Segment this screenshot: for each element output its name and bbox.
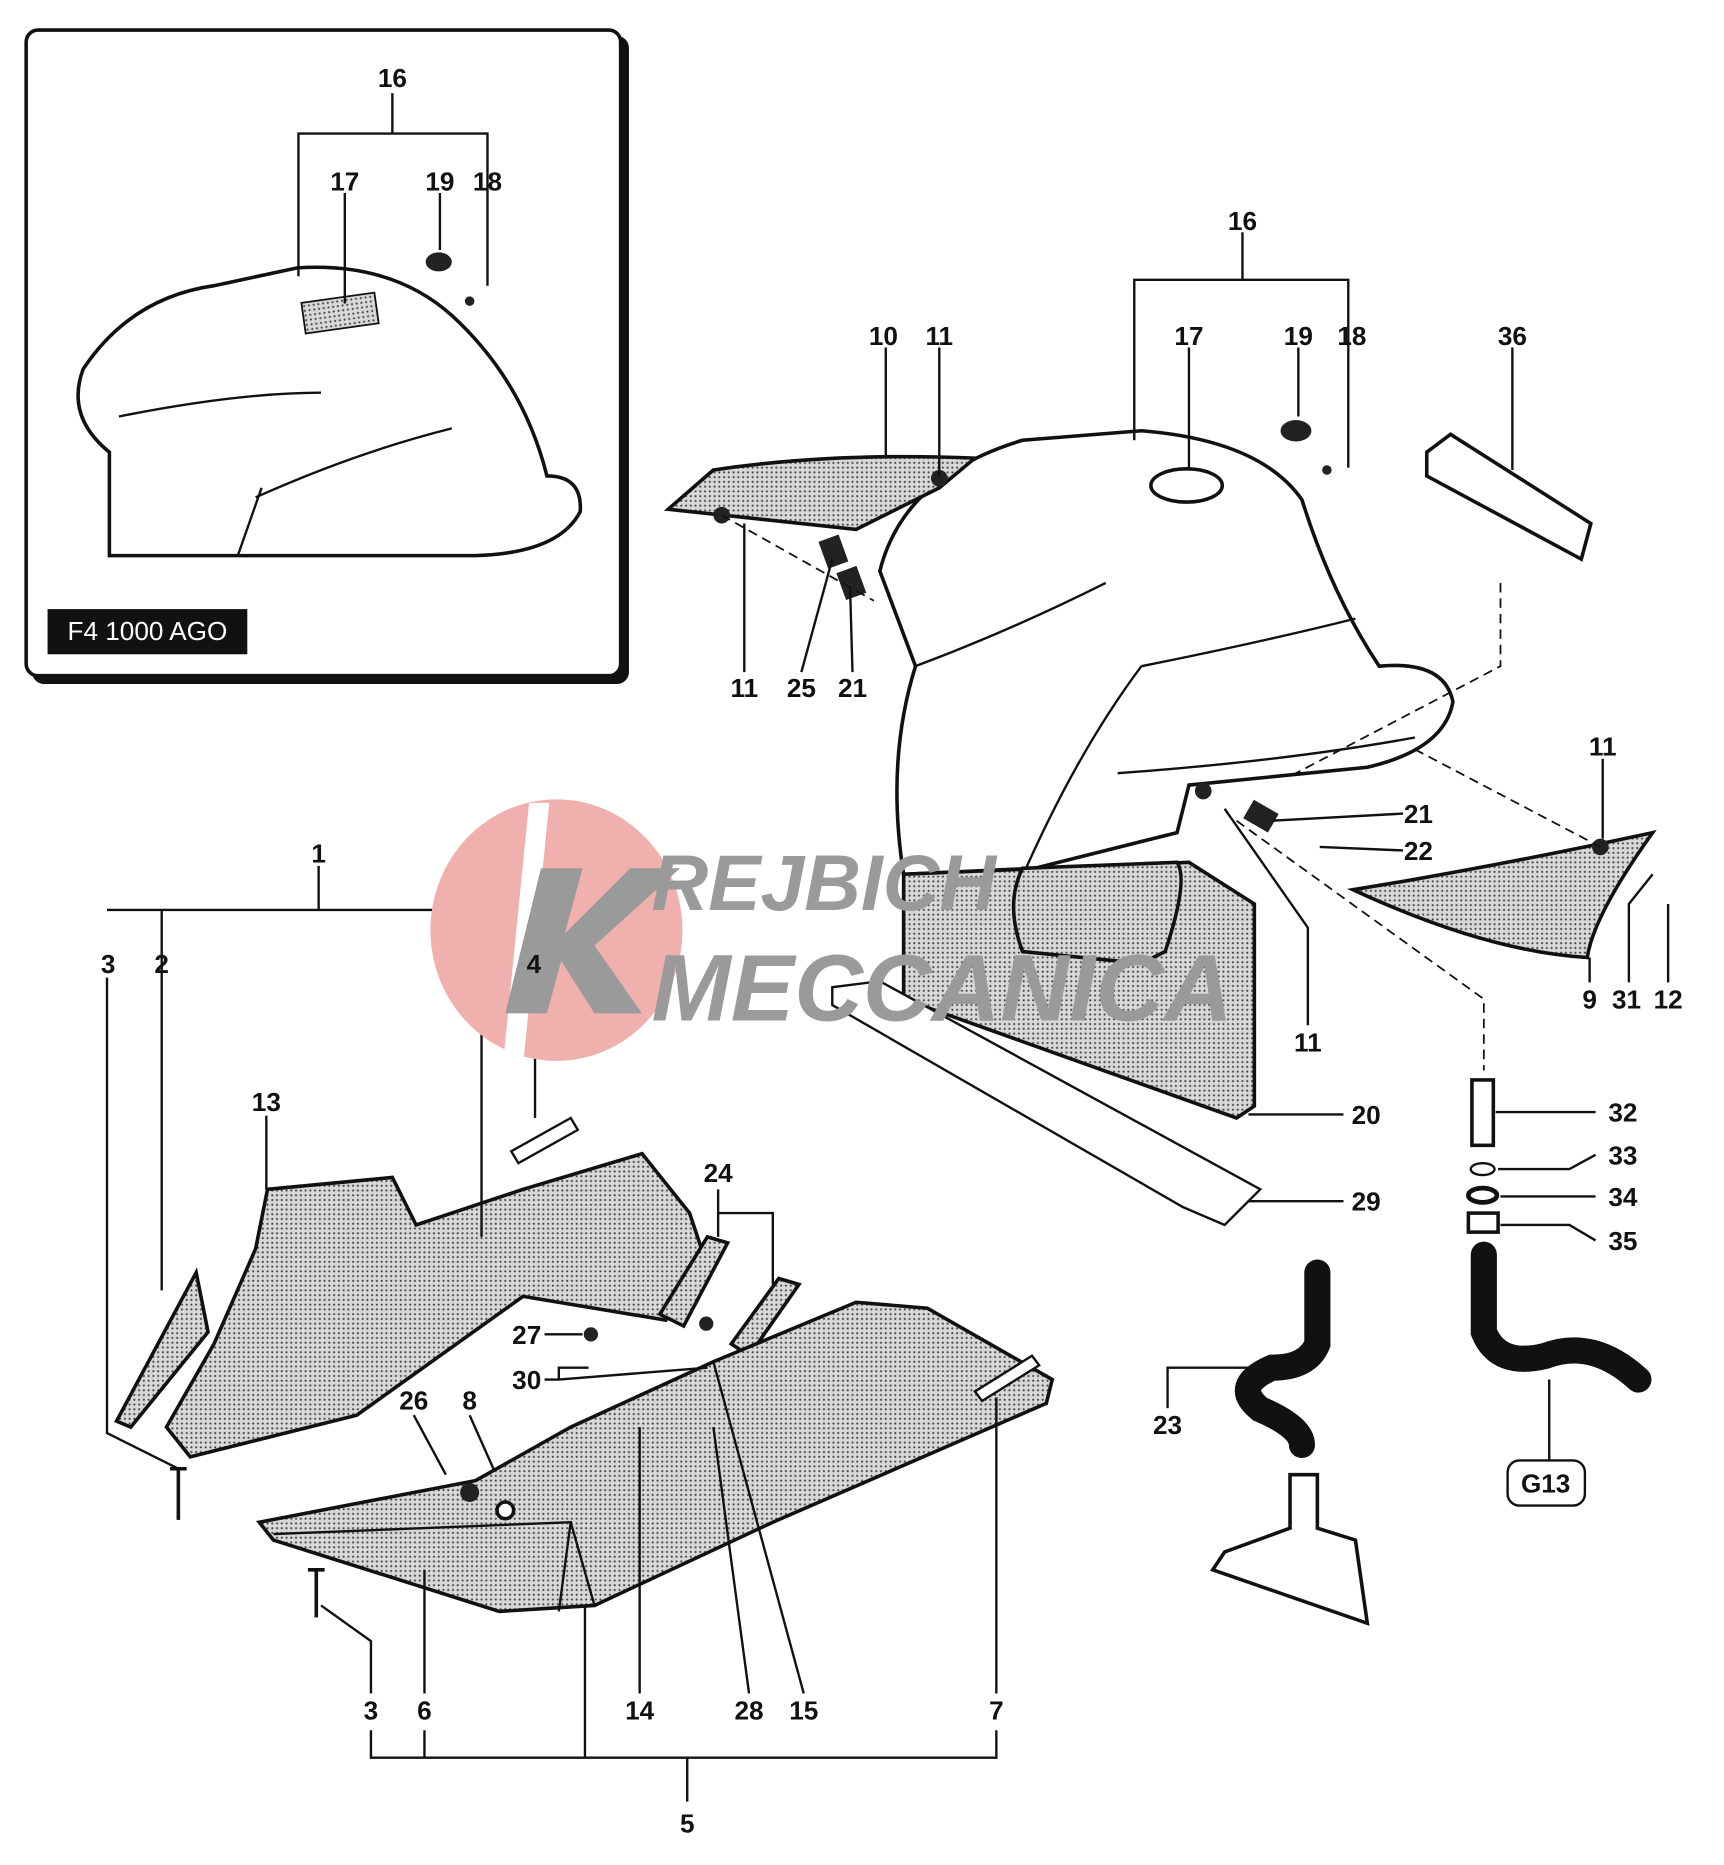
callout-label: 1	[311, 838, 326, 868]
watermark-logo-k	[505, 868, 681, 1014]
callout-label: 36	[1498, 321, 1527, 351]
callout-label: G13	[1521, 1469, 1570, 1499]
callout-label: 2	[154, 949, 169, 979]
watermark: REJBICH MECCANICA	[430, 799, 1233, 1065]
model-label-box	[47, 609, 248, 655]
callout-label: 27	[512, 1320, 541, 1350]
washer-8	[495, 1500, 516, 1521]
callout-label: 18	[1337, 321, 1366, 351]
inset-plug-18	[464, 296, 475, 306]
side-panel-10	[663, 454, 980, 532]
callout-label: 19	[1284, 321, 1313, 351]
callout-label: 16	[1228, 206, 1257, 236]
callout-label: 25	[787, 673, 816, 703]
callout-label: 19	[425, 167, 454, 197]
model-label: F4 1000 AGO	[68, 616, 228, 646]
watermark-line1: REJBICH	[652, 839, 999, 927]
inset-panel: F4 1000 AGO	[24, 28, 629, 685]
filler-cap-19	[1280, 420, 1312, 442]
callout-label: 17	[330, 167, 359, 197]
tank-window	[1011, 860, 1183, 966]
callout-label: 7	[989, 1696, 1004, 1726]
callout-label: 22	[1404, 836, 1433, 866]
strip-4	[509, 1116, 580, 1165]
callout-label: 11	[925, 321, 953, 351]
washer-34	[1465, 1185, 1500, 1205]
callout-label: 28	[735, 1696, 764, 1726]
callout-label: 24	[704, 1158, 734, 1188]
callout-label: 15	[789, 1696, 818, 1726]
fuel-tank	[877, 428, 1455, 877]
inset-fuel-tank	[76, 265, 583, 558]
callout-label: 3	[364, 1696, 379, 1726]
tank-logo	[1149, 467, 1225, 504]
callout-label: 16	[378, 63, 407, 93]
side-panel-9	[1347, 829, 1657, 960]
callout-label: 34	[1608, 1182, 1638, 1212]
circlip-33	[1469, 1161, 1496, 1177]
callout-label: 31	[1612, 985, 1641, 1015]
callout-label: 6	[417, 1696, 432, 1726]
callout-label: 29	[1352, 1187, 1381, 1217]
screw-27	[583, 1327, 599, 1342]
rivet-3b	[307, 1568, 325, 1618]
plug-18	[1322, 465, 1332, 475]
rivet-3a	[170, 1466, 187, 1520]
reference-box-g13	[1506, 1459, 1587, 1507]
callout-label: 26	[399, 1385, 428, 1415]
filter-23	[1209, 1472, 1370, 1626]
watermark-line2: MECCANICA	[652, 935, 1233, 1041]
inset-cap-19	[425, 252, 452, 272]
callout-label: 33	[1608, 1140, 1637, 1170]
airbox-upper-1	[164, 1151, 704, 1459]
airbox-lower-5	[255, 1300, 1055, 1614]
callout-label: 20	[1352, 1100, 1381, 1130]
callout-label: 18	[473, 167, 502, 197]
rubber-mount-25	[818, 534, 849, 569]
grille-2	[114, 1267, 210, 1430]
callout-label: 11	[1589, 731, 1617, 761]
callout-label: 32	[1608, 1098, 1637, 1128]
callout-label: 30	[512, 1365, 541, 1395]
gasket-29	[831, 980, 1263, 1227]
callout-label: 10	[869, 321, 898, 351]
callout-label: 4	[527, 949, 542, 979]
callout-label: 12	[1654, 985, 1683, 1015]
grille-7	[973, 1354, 1041, 1403]
callout-label: 21	[1404, 799, 1433, 829]
rubber-mount-21b	[1243, 799, 1279, 833]
hose-23	[1234, 1259, 1331, 1459]
callout-label: 35	[1608, 1226, 1637, 1256]
screw-26	[460, 1482, 480, 1503]
callout-label: 13	[252, 1087, 281, 1117]
bracket-36	[1424, 432, 1593, 562]
callout-label: 8	[462, 1385, 477, 1415]
duct-24a	[657, 1234, 731, 1329]
callout-label: 17	[1174, 321, 1203, 351]
drain-valve-32	[1470, 1078, 1496, 1148]
hose-g13	[1470, 1241, 1652, 1393]
callout-label: 11	[1294, 1027, 1322, 1057]
callout-label: 9	[1582, 985, 1597, 1015]
callout-label: 5	[680, 1809, 695, 1839]
callout-label: 11	[730, 673, 758, 703]
callout-label: 23	[1153, 1410, 1182, 1440]
inset-grille-17	[300, 291, 380, 335]
callout-label: 3	[101, 949, 116, 979]
callout-label: 21	[838, 673, 867, 703]
callout-label: 14	[625, 1696, 655, 1726]
nut-35	[1466, 1211, 1500, 1234]
